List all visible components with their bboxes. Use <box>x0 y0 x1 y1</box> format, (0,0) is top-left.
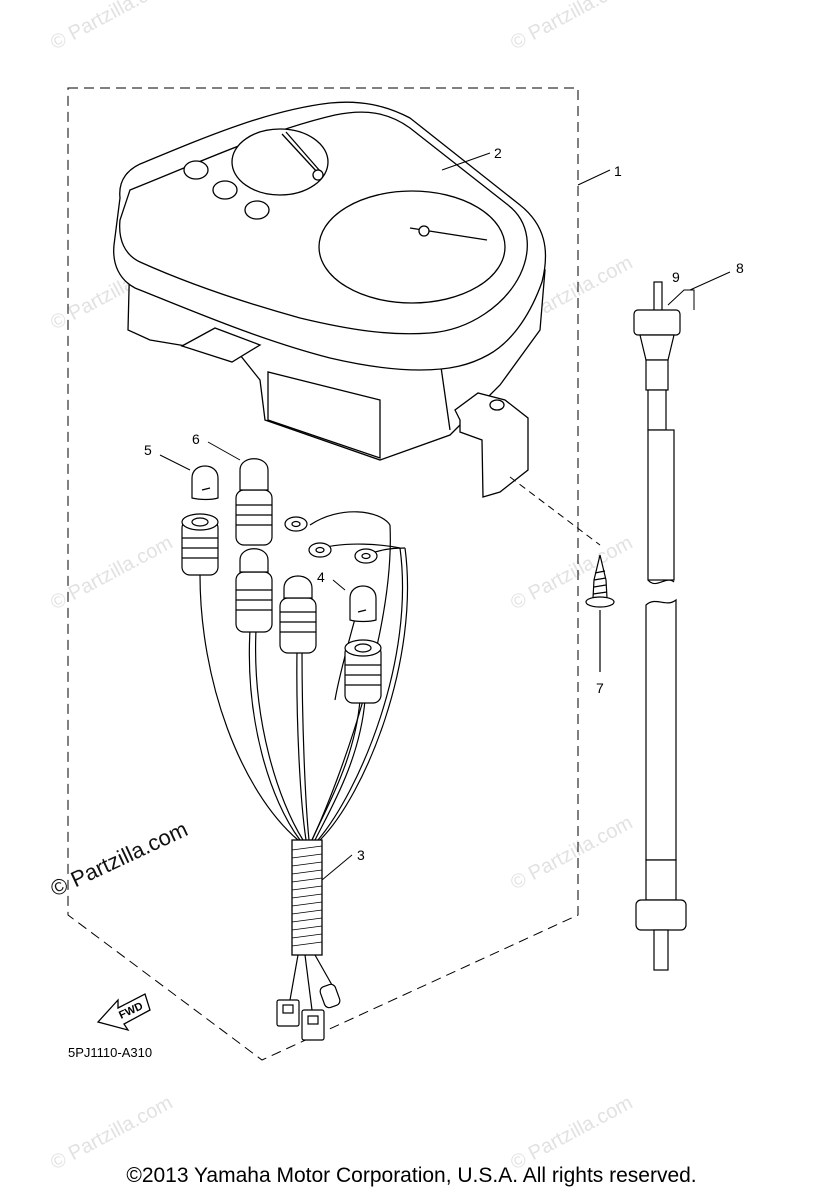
callout-4: 4 <box>317 569 325 585</box>
callout-labels: 1 2 3 4 5 6 7 8 9 <box>144 145 744 863</box>
leader-lines <box>159 152 731 881</box>
ring-terminals <box>284 516 378 564</box>
assembly-boundary <box>67 87 579 1061</box>
watermark: © Partzilla.com <box>507 812 636 895</box>
harness-sleeve <box>291 839 323 956</box>
harness-connectors <box>276 954 341 1041</box>
screw-part <box>585 554 615 672</box>
callout-6: 6 <box>192 431 200 447</box>
copyright-text: ©2013 Yamaha Motor Corporation, U.S.A. A… <box>126 1164 697 1187</box>
watermark-main: © Partzilla.com <box>47 816 192 901</box>
callout-7: 7 <box>596 680 604 696</box>
watermark: © Partzilla.com <box>507 1092 636 1175</box>
screw-leader <box>509 476 601 546</box>
callout-5: 5 <box>144 442 152 458</box>
callout-9: 9 <box>672 269 680 285</box>
speedometer-cable <box>633 281 687 971</box>
meter-assembly <box>113 101 547 498</box>
watermark: © Partzilla.com <box>47 532 176 615</box>
watermark: © Partzilla.com <box>507 0 636 54</box>
watermark: © Partzilla.com <box>507 532 636 615</box>
bulb-sockets <box>181 458 382 704</box>
diagram-code: 5PJ1110-A310 <box>68 1045 152 1060</box>
watermark: © Partzilla.com <box>47 0 176 54</box>
callout-3: 3 <box>357 847 365 863</box>
callout-2: 2 <box>494 145 502 161</box>
watermark: © Partzilla.com <box>47 1092 176 1175</box>
callout-1: 1 <box>614 163 622 179</box>
fwd-arrow: FWD <box>96 993 151 1032</box>
callout-8: 8 <box>736 260 744 276</box>
bulb-parts <box>191 465 377 623</box>
